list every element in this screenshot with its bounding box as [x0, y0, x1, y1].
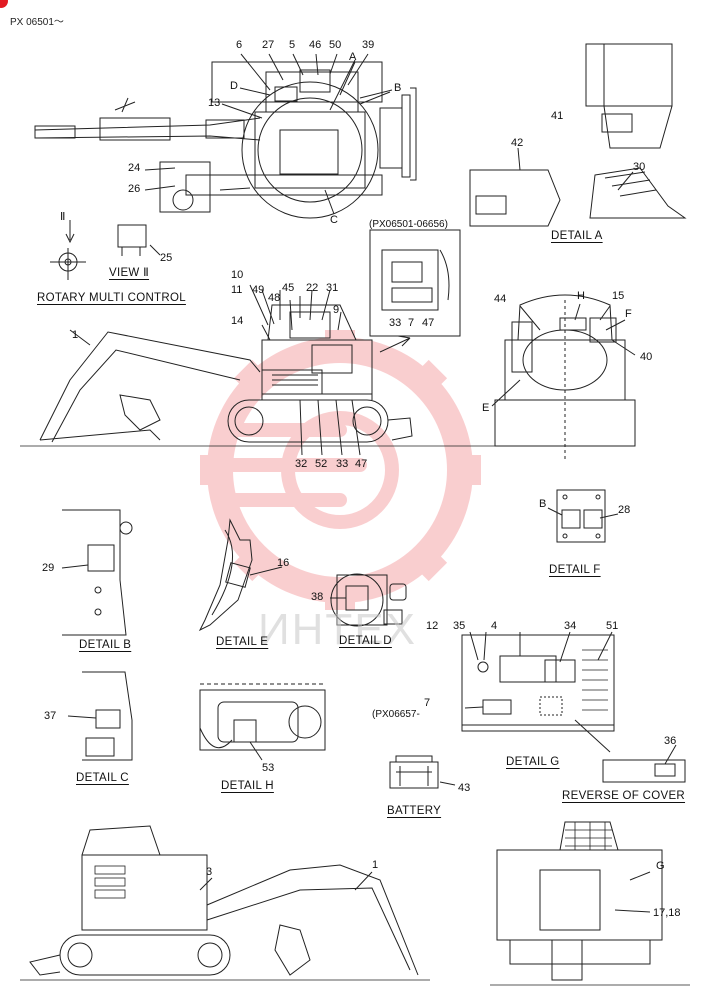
caption-detail-g: DETAIL G — [506, 756, 560, 768]
callout-label: 45 — [282, 282, 295, 294]
caption-detail-c: DETAIL C — [76, 772, 129, 784]
callout-label: 47 — [422, 317, 435, 329]
callout-label: G — [656, 860, 665, 872]
inset-box — [369, 229, 461, 353]
callout-label: 15 — [612, 290, 625, 302]
model-code: PX 06501～ — [10, 17, 64, 28]
callout-label: 31 — [326, 282, 339, 294]
view-ii-sketch — [50, 220, 161, 280]
caption-battery: BATTERY — [387, 805, 442, 817]
callout-label: 9 — [333, 304, 340, 316]
detail-g-sketch — [461, 631, 686, 783]
detail-d-sketch — [330, 573, 407, 627]
callout-label: 32 — [295, 458, 308, 470]
callout-label: 14 — [231, 315, 244, 327]
detail-f-sketch — [547, 489, 619, 543]
callout-label: 13 — [208, 97, 221, 109]
corner-marker — [0, 0, 8, 8]
detail-h-sketch — [199, 683, 326, 761]
callout-label: 30 — [633, 161, 646, 173]
callout-label: 27 — [262, 39, 275, 51]
watermark-gear-logo — [200, 330, 481, 610]
callout-label: 22 — [306, 282, 319, 294]
caption-detail-d: DETAIL D — [339, 635, 392, 647]
caption-view-ii: VIEW Ⅱ — [109, 267, 150, 279]
callout-label: 35 — [453, 620, 466, 632]
callout-label: 44 — [494, 293, 507, 305]
callout-label: 25 — [160, 252, 173, 264]
battery-sketch — [389, 755, 456, 789]
callout-label: 28 — [618, 504, 631, 516]
callout-label: 16 — [277, 557, 290, 569]
callout-label: 46 — [309, 39, 322, 51]
callout-label: 24 — [128, 162, 141, 174]
callout-label: 43 — [458, 782, 471, 794]
caption-detail-e: DETAIL E — [216, 636, 269, 648]
callout-label: 7 — [408, 317, 415, 329]
callout-label: 10 — [231, 269, 244, 281]
callout-label: 48 — [268, 292, 281, 304]
caption-rotary-multi-control: ROTARY MULTI CONTROL — [37, 292, 186, 304]
callout-label: 47 — [355, 458, 368, 470]
callout-label: 17,18 — [653, 907, 681, 919]
detail-e-sketch — [198, 518, 283, 632]
callout-label: E — [482, 402, 490, 414]
top-leaders — [144, 53, 391, 215]
callout-label: C — [330, 214, 338, 226]
detail-c-sketch — [67, 671, 133, 761]
bottom-machine-side — [20, 825, 430, 981]
callout-label: 36 — [664, 735, 677, 747]
detail-a-sketches — [469, 43, 687, 227]
callout-label: 3 — [206, 866, 213, 878]
callout-label: D — [230, 80, 238, 92]
callout-label: 38 — [311, 591, 324, 603]
detail-b-sketch — [61, 509, 133, 636]
callout-label: 52 — [315, 458, 328, 470]
callout-label: 1 — [372, 859, 379, 871]
callout-label: 1 — [72, 329, 79, 341]
callout-label: 37 — [44, 710, 57, 722]
callout-label: 29 — [42, 562, 55, 574]
callout-label: 41 — [551, 110, 564, 122]
bottom-machine-rear — [490, 821, 690, 986]
caption-reverse-of-cover: REVERSE OF COVER — [562, 790, 686, 802]
caption-detail-f: DETAIL F — [549, 564, 601, 576]
view-ii-marker: Ⅱ — [60, 211, 66, 223]
side-view-machine — [20, 284, 500, 456]
callout-label: B — [539, 498, 547, 510]
callout-label: A — [349, 51, 357, 63]
callout-label: 5 — [289, 39, 296, 51]
callout-label: 6 — [236, 39, 243, 51]
callout-label: 7 — [424, 697, 431, 709]
callout-label: 51 — [606, 620, 619, 632]
callout-label: H — [577, 290, 585, 302]
range-label-2: (PX06657- — [372, 709, 420, 720]
range-label-1: (PX06501-06656) — [369, 219, 448, 230]
caption-detail-b: DETAIL B — [79, 639, 132, 651]
callout-label: 33 — [389, 317, 402, 329]
callout-label: 26 — [128, 183, 141, 195]
callout-label: 53 — [262, 762, 275, 774]
caption-detail-a: DETAIL A — [551, 230, 603, 242]
watermark-text: ИНТЕХ — [258, 605, 417, 654]
callout-label: 42 — [511, 137, 524, 149]
callout-label: 11 — [231, 284, 243, 296]
rear-view-machine — [491, 294, 636, 460]
callout-label: B — [394, 82, 402, 94]
caption-detail-h: DETAIL H — [221, 780, 274, 792]
callout-label: 12 — [426, 620, 439, 632]
callout-label: F — [625, 308, 632, 320]
callout-label: 33 — [336, 458, 349, 470]
callout-label: 40 — [640, 351, 653, 363]
callout-label: 39 — [362, 39, 375, 51]
callout-label: 34 — [564, 620, 577, 632]
callout-label: 49 — [252, 284, 265, 296]
callout-label: 4 — [491, 620, 498, 632]
callout-label: 50 — [329, 39, 342, 51]
top-view-machine — [34, 59, 417, 219]
